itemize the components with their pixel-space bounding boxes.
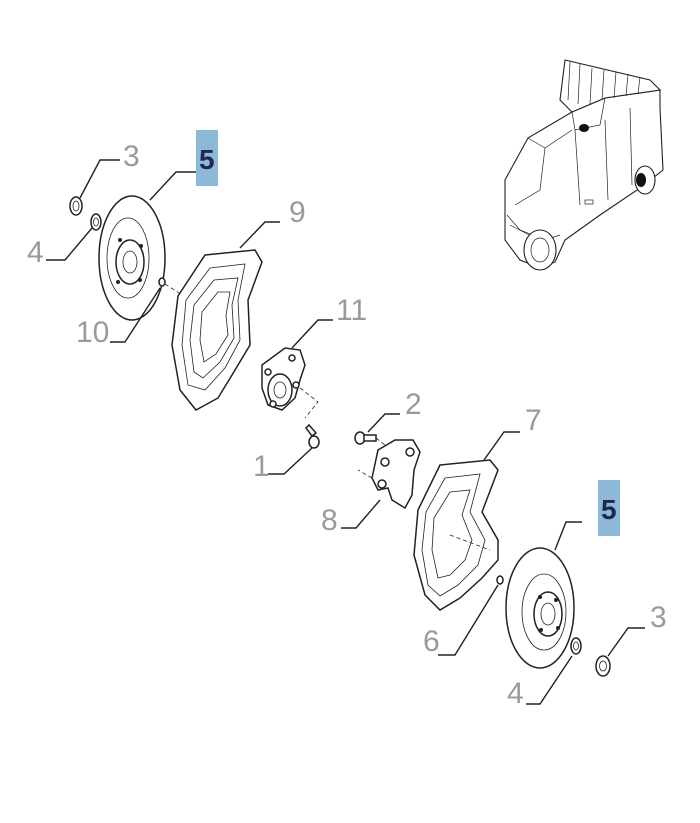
callout-5-bottom: 5 bbox=[598, 480, 620, 536]
part-8-caliper-bracket bbox=[357, 439, 421, 510]
part-1-bolt bbox=[305, 423, 320, 449]
callout-5-top-label: 5 bbox=[199, 144, 215, 175]
callout-4-bottom: 4 bbox=[507, 677, 524, 710]
callout-5-top-highlight bbox=[196, 130, 218, 186]
part-4-nut-top bbox=[90, 213, 102, 231]
part-4-nut-bottom bbox=[570, 637, 582, 655]
part-2-bolt bbox=[354, 431, 386, 446]
part-3-dust-cap-top bbox=[69, 196, 83, 216]
part-5-brake-disc-top bbox=[98, 195, 166, 321]
callout-2: 2 bbox=[405, 388, 422, 421]
callout-9: 9 bbox=[289, 196, 306, 229]
callout-6: 6 bbox=[423, 625, 440, 658]
callout-1: 1 bbox=[253, 450, 270, 483]
part-6-screw bbox=[496, 575, 504, 585]
callout-4-top: 4 bbox=[27, 236, 44, 269]
part-3-dust-cap-bottom bbox=[595, 655, 611, 677]
callout-5-bottom-label: 5 bbox=[601, 494, 617, 525]
callout-3-top: 3 bbox=[123, 140, 140, 173]
callout-8: 8 bbox=[321, 504, 338, 537]
callout-3-bottom: 3 bbox=[650, 601, 667, 634]
callout-5-bottom-highlight bbox=[598, 480, 620, 536]
part-11-wheel-hub bbox=[261, 347, 319, 419]
callout-7: 7 bbox=[525, 404, 542, 437]
part-9-backing-plate bbox=[171, 249, 263, 411]
callout-11: 11 bbox=[336, 294, 367, 327]
part-5-brake-disc-bottom bbox=[505, 547, 575, 669]
vehicle-location-illustration bbox=[504, 59, 664, 271]
callout-10: 10 bbox=[76, 316, 109, 349]
leader-lines bbox=[46, 159, 645, 705]
part-7-backing-plate bbox=[413, 459, 499, 611]
callout-5-top: 5 bbox=[196, 130, 218, 186]
